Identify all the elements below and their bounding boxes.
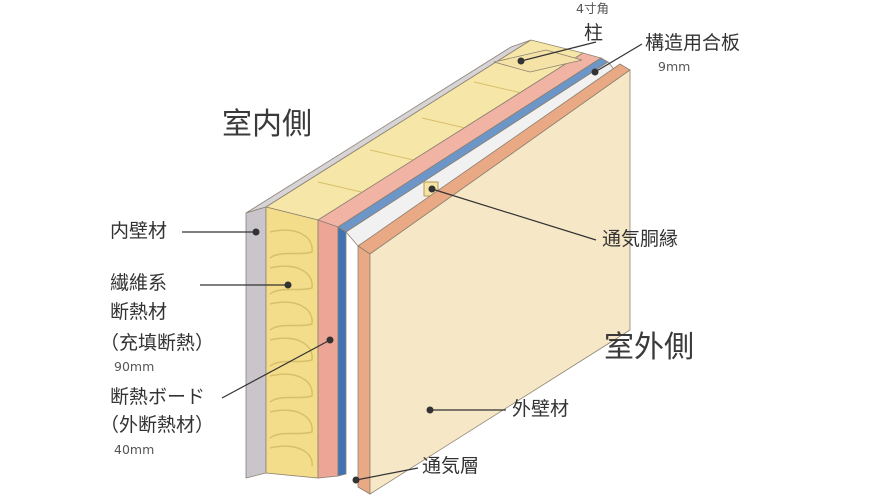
fiber-batt: [269, 337, 313, 367]
fiber-insulation-label-3: （充填断熱）: [100, 332, 215, 354]
interior-wall-face: [245, 206, 267, 479]
board-label-2: （外断熱材）: [100, 414, 215, 436]
fiber-insulation-label-1: 繊維系: [110, 272, 168, 294]
board-thickness-label: 40mm: [114, 442, 155, 457]
leader-plywood: [594, 43, 643, 73]
fiber-batt: [269, 445, 313, 467]
fiber-insulation-label-2: 断熱材: [110, 301, 168, 323]
fiber-insulation-face: [265, 206, 319, 479]
air-layer-label: 通気層: [422, 455, 480, 477]
leader-furring: [431, 188, 597, 241]
fiber-batt: [269, 265, 313, 295]
interior-wall-label: 内壁材: [110, 220, 168, 242]
fiber-batt: [269, 301, 313, 331]
dot-board: [326, 336, 334, 344]
dot-furring: [428, 185, 436, 193]
exterior-side-label: 室外側: [604, 330, 694, 365]
exterior-wall-face: [369, 69, 631, 495]
structural-plywood: [337, 57, 609, 477]
leader-board: [221, 339, 331, 399]
interior-wall-material: [245, 39, 532, 479]
exterior-wall-side-edge: [357, 245, 371, 495]
fiber-top-line: [317, 181, 371, 195]
plywood-face: [337, 226, 347, 477]
post-top: [493, 49, 583, 73]
dot-air-layer: [352, 476, 360, 484]
post-label: 柱: [584, 22, 604, 44]
interior-side-label: 室内側: [222, 107, 312, 142]
fiber-batt: [269, 373, 313, 403]
fiber-batt: [269, 229, 313, 259]
leader-lines: [182, 41, 643, 481]
exterior-wall-material: [357, 63, 631, 495]
plywood-thickness-label: 9mm: [658, 59, 691, 74]
dot-interior-wall: [252, 228, 260, 236]
board-label-1: 断熱ボード: [110, 386, 206, 408]
exterior-wall-label: 外壁材: [512, 398, 570, 420]
leader-dots: [252, 57, 599, 484]
fiber-thickness-label: 90mm: [114, 359, 155, 374]
dot-post: [517, 57, 525, 65]
leader-air-layer: [355, 467, 419, 481]
fiber-batt: [269, 409, 313, 439]
fiber-top-line: [473, 81, 527, 95]
insulation-board-face: [317, 219, 339, 479]
dot-fiber: [284, 281, 292, 289]
furring-label: 通気胴縁: [602, 228, 679, 250]
plywood-label: 構造用合板: [645, 32, 741, 54]
post-size-label: 4寸角: [576, 1, 609, 16]
dot-exterior-wall: [426, 406, 434, 414]
leader-post: [520, 41, 597, 62]
dot-plywood: [591, 68, 599, 76]
